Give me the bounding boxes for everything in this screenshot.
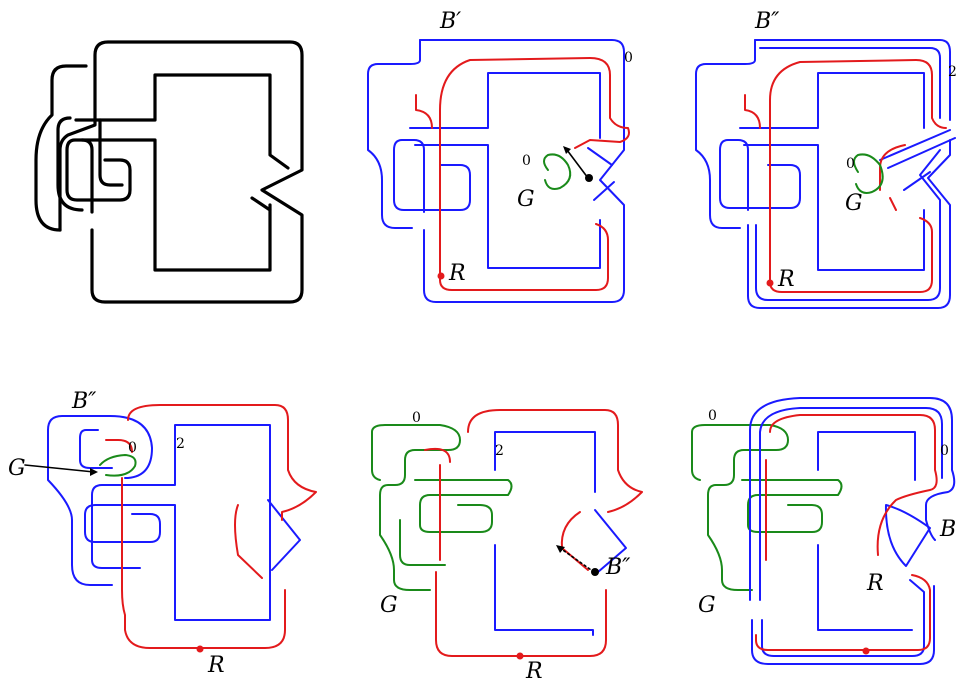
p6-green-left: [691, 431, 701, 481]
p2-arrow: [566, 149, 589, 179]
p6-red-lower: [755, 574, 931, 651]
panel-1-knot: [34, 40, 304, 304]
panel-4: B″ G R 2 0: [8, 389, 317, 678]
p3-blue-outer-1: [747, 39, 951, 309]
p4-framing-green: 0: [128, 440, 137, 456]
p2-blue-inner: [409, 72, 601, 269]
panel-3: B″ G R 2 0: [695, 9, 957, 309]
p5-red-lower: [435, 571, 607, 657]
p4-blue-mid: [91, 484, 141, 569]
knot-strand-loop: [34, 64, 88, 232]
p3-framing-blue: 2: [948, 64, 957, 80]
knot-strand-small: [56, 116, 124, 212]
p5-arrowhead: [556, 545, 565, 553]
p5-red-top-small: [424, 447, 451, 561]
p5-point: [591, 568, 599, 576]
panel-2: B′ G R 0 0: [367, 9, 633, 303]
p5-green-inner: [414, 479, 513, 533]
p3-blue-inner: [739, 72, 925, 271]
p4-arrowhead: [90, 468, 98, 476]
p6-blue-cusp: [884, 504, 931, 567]
p3-label-G: G: [845, 191, 863, 216]
p6-basepoint-R: [862, 647, 870, 655]
p4-blue-crossing: [267, 499, 301, 571]
p4-red-lower: [121, 477, 286, 649]
p5-blue-cross: [594, 509, 627, 573]
p2-blue-top: [367, 39, 421, 229]
p4-green-curve-G: [99, 454, 137, 477]
p6-blue-rect: [817, 431, 916, 631]
p4-blue-top-loop: [47, 415, 153, 479]
p5-green-left: [371, 431, 381, 481]
p6-green-inner: [741, 479, 843, 533]
p3-red-G: [879, 144, 906, 211]
p6-framing-blue: 0: [940, 443, 949, 459]
p2-red-band: [439, 57, 630, 281]
p2-arrowhead: [563, 146, 571, 154]
panel-5: B″ G R 2 0: [371, 409, 643, 682]
p6-label-R: R: [866, 571, 884, 596]
p6-label-G: G: [698, 593, 716, 618]
p2-red-low: [439, 223, 609, 291]
p4-framing-blue: 2: [176, 436, 185, 452]
p5-label-G: G: [380, 593, 398, 618]
p4-blue-left: [79, 429, 113, 469]
p4-blue-inner: [84, 424, 271, 621]
p3-red-low: [769, 217, 933, 293]
p6-red-band: [769, 414, 938, 556]
p5-basepoint-R: [516, 652, 524, 660]
p4-blue-outer: [47, 429, 113, 586]
p5-blue-rect: [494, 431, 596, 636]
p3-blue-top: [695, 39, 756, 229]
p3-basepoint-R: [766, 279, 774, 287]
p5-red-outer: [467, 409, 643, 513]
p3-blue-outer-2: [755, 47, 941, 301]
p3-framing-green: 0: [846, 156, 855, 172]
p2-basepoint-R: [437, 272, 445, 280]
p3-label-B: B″: [754, 9, 780, 34]
p2-framing-green: 0: [522, 153, 531, 169]
p3-blue-cross: [879, 129, 956, 191]
p4-label-B: B″: [71, 389, 97, 414]
p6-blue-band-1: [749, 397, 956, 665]
p2-red-mid: [415, 94, 433, 129]
p2-blue-outer: [419, 39, 625, 303]
knot-strand-inner: [74, 73, 290, 272]
p6-green-outer: [691, 424, 789, 591]
p5-framing-green: 0: [412, 410, 421, 426]
p5-framing-blue: 2: [495, 443, 504, 459]
p2-label-B: B′: [439, 9, 461, 34]
p2-blue-cross: [587, 147, 615, 201]
panel-6: B G R 0 0: [691, 397, 956, 665]
p4-red-right: [234, 504, 263, 579]
p3-red-band: [769, 59, 947, 281]
p6-framing-green: 0: [708, 408, 717, 424]
knot-strand-outer: [58, 40, 304, 304]
p5-red-right: [560, 511, 589, 571]
p2-point: [585, 174, 593, 182]
p3-blue-left: [719, 139, 801, 211]
p4-label-G: G: [8, 456, 26, 481]
p3-green-curve-G: [853, 153, 884, 194]
p4-basepoint-R: [196, 645, 204, 653]
p5-arrow-dotted: [559, 547, 595, 573]
p4-label-R: R: [207, 653, 225, 678]
p5-green-outer: [371, 424, 461, 591]
p6-label-B: B: [939, 517, 956, 542]
p2-blue-left: [393, 139, 471, 213]
p2-label-R: R: [448, 261, 466, 286]
p3-red-small: [744, 94, 761, 129]
p4-red-top-small: [105, 439, 133, 453]
p4-red-outer: [127, 404, 317, 521]
p5-green-mid: [399, 519, 446, 566]
p2-green-curve-G: [543, 153, 572, 190]
p3-label-R: R: [777, 267, 795, 292]
p5-label-R: R: [525, 659, 543, 682]
p2-framing-blue: 0: [624, 50, 633, 66]
p5-label-B: B″: [605, 555, 631, 580]
p4-arrow: [24, 464, 95, 473]
p2-label-G: G: [517, 187, 535, 212]
